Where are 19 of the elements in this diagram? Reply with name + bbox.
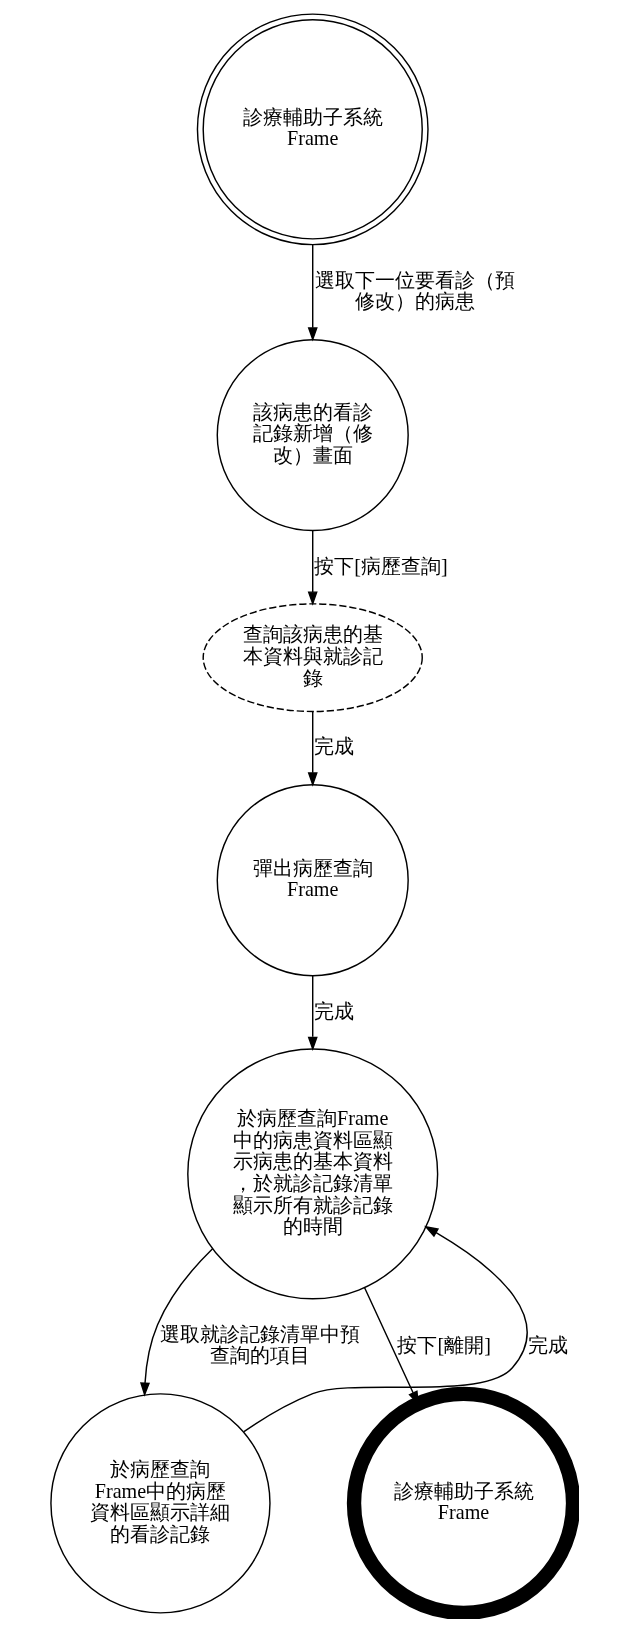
edge-label: 選取下一位要看診（預修改）的病患 <box>315 268 516 313</box>
node-circle: 於病歷查詢Frame中的病歷資料區顯示詳細的看診記錄 <box>50 1393 271 1614</box>
edge-label: 完成 <box>313 999 354 1022</box>
arrow <box>307 975 318 1052</box>
node-circle: 彈出病歷查詢Frame <box>216 784 409 977</box>
arrow <box>307 244 318 342</box>
node-ellipse: 查詢該病患的基本資料與就診記錄 <box>202 603 423 713</box>
node-circle: 診療輔助子系統Frame <box>196 13 429 246</box>
edge-label: 完成 <box>313 735 354 758</box>
node-circle: 診療輔助子系統Frame <box>346 1386 579 1619</box>
arrow <box>307 711 318 787</box>
arrow <box>243 1225 528 1433</box>
edge-label: 按下[病歷查詢] <box>314 554 448 577</box>
edge-label: 按下[離開] <box>397 1333 491 1356</box>
node-circle: 該病患的看診記錄新增（修改）畫面 <box>216 338 409 532</box>
arrow <box>140 1247 214 1397</box>
edge-label: 完成 <box>527 1333 568 1356</box>
edge-label: 選取就診記錄清單中預查詢的項目 <box>160 1322 361 1367</box>
arrow <box>307 530 318 606</box>
